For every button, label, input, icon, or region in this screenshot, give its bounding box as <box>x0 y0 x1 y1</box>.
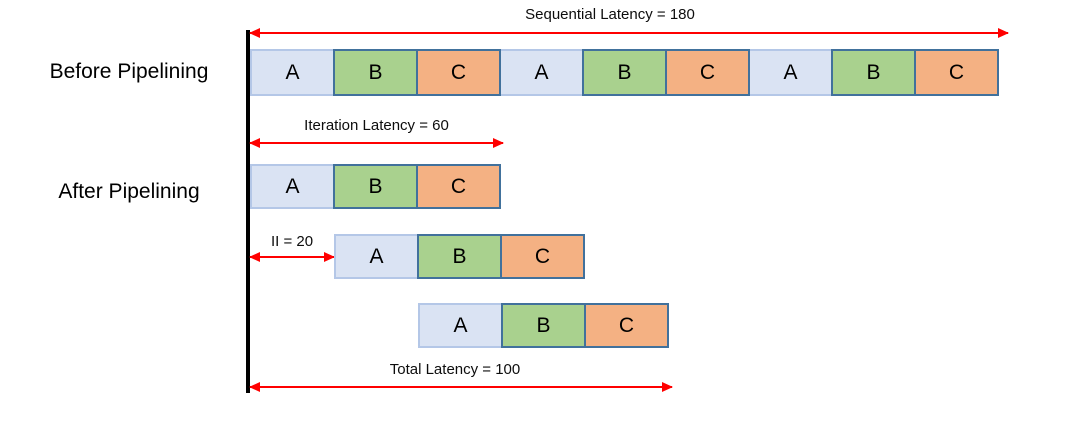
after-pipelining-row-1: A B C <box>250 164 501 209</box>
stage-block-c: C <box>665 49 750 96</box>
stage-block-c: C <box>584 303 669 348</box>
stage-block-b: B <box>333 49 418 96</box>
stage-block-a: A <box>250 164 335 209</box>
stage-block-b: B <box>501 303 586 348</box>
stage-block-c: C <box>914 49 999 96</box>
stage-block-a: A <box>250 49 335 96</box>
timeline-axis <box>246 30 250 393</box>
stage-block-a: A <box>748 49 833 96</box>
stage-block-b: B <box>417 234 502 279</box>
sequential-latency-arrow <box>249 28 1009 38</box>
stage-block-a: A <box>499 49 584 96</box>
stage-block-b: B <box>333 164 418 209</box>
stage-block-c: C <box>416 164 501 209</box>
before-pipelining-row: A B C A B C A B C <box>250 49 999 96</box>
after-pipelining-label: After Pipelining <box>58 180 200 203</box>
stage-block-c: C <box>416 49 501 96</box>
iteration-latency-arrow <box>249 138 504 148</box>
stage-block-c: C <box>500 234 585 279</box>
stage-block-a: A <box>334 234 419 279</box>
sequential-latency-label: Sequential Latency = 180 <box>525 6 695 23</box>
total-latency-label: Total Latency = 100 <box>389 361 521 378</box>
before-pipelining-label: Before Pipelining <box>49 60 209 83</box>
after-pipelining-row-3: A B C <box>418 303 669 348</box>
stage-block-b: B <box>582 49 667 96</box>
initiation-interval-label: II = 20 <box>270 233 314 250</box>
after-pipelining-row-2: A B C <box>334 234 585 279</box>
stage-block-b: B <box>831 49 916 96</box>
total-latency-arrow <box>249 382 673 392</box>
initiation-interval-arrow <box>249 252 335 262</box>
iteration-latency-label: Iteration Latency = 60 <box>304 117 449 134</box>
stage-block-a: A <box>418 303 503 348</box>
